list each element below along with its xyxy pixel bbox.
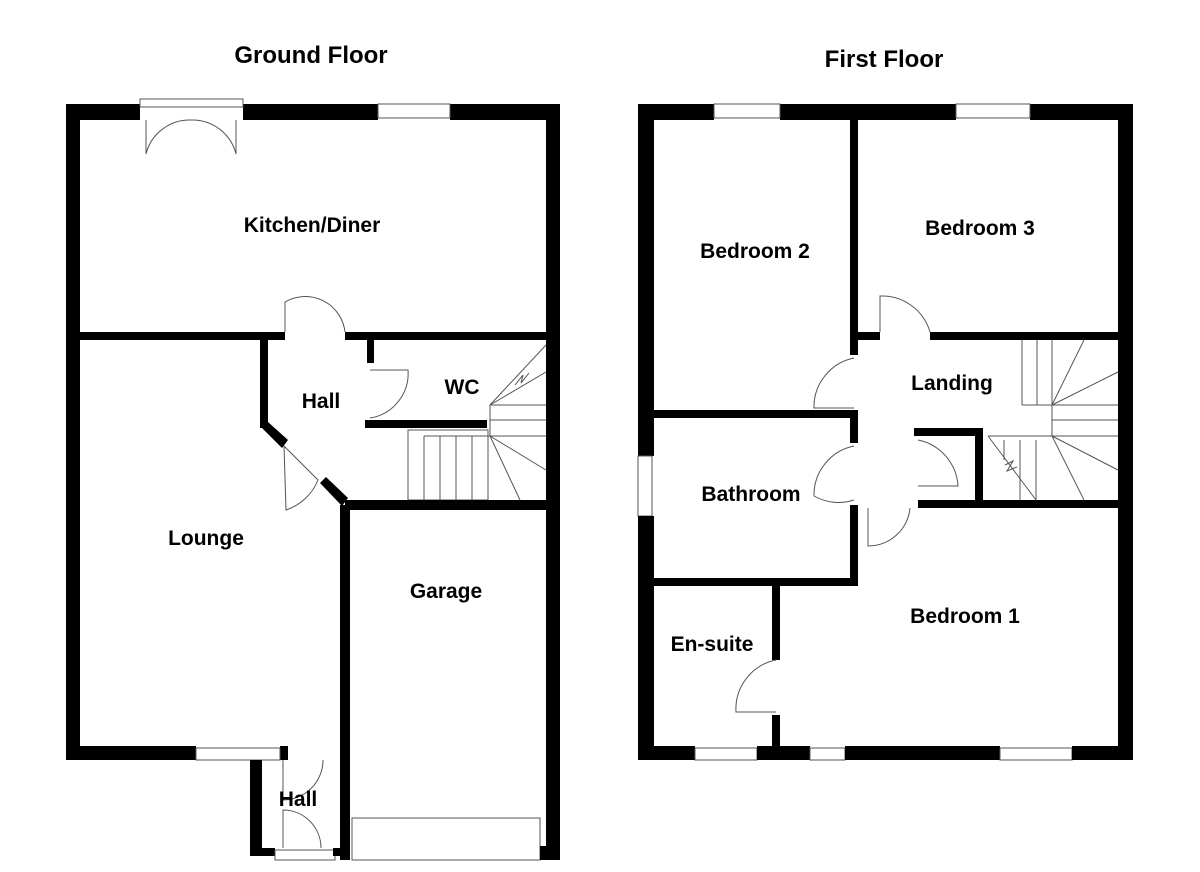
wall [638, 104, 714, 120]
wall [243, 104, 378, 120]
wall [333, 848, 345, 856]
first-floor-plan: First Floor [637, 46, 1133, 761]
front-door [274, 849, 336, 861]
door-swing-icon [282, 759, 324, 801]
wall [80, 332, 285, 340]
window [694, 747, 758, 761]
room-label-porch-hall: Hall [279, 788, 318, 811]
wall [345, 332, 546, 340]
wall [850, 418, 858, 443]
wall [850, 505, 858, 586]
window [809, 747, 846, 761]
wall [1072, 746, 1133, 760]
first-floor-title: First Floor [825, 46, 944, 73]
wall [546, 104, 560, 860]
wall [340, 505, 350, 860]
door-swing-icon [282, 809, 322, 849]
door-swing-icon [813, 445, 855, 503]
wall [450, 104, 560, 120]
wall [66, 104, 80, 760]
window [999, 747, 1073, 761]
window [637, 455, 653, 517]
wall [320, 477, 348, 506]
room-label-wc: WC [445, 376, 480, 399]
wall [930, 332, 1118, 340]
wall [638, 746, 695, 760]
room-label-bedroom3: Bedroom 3 [925, 217, 1035, 240]
wall [654, 578, 858, 586]
wall [845, 746, 1000, 760]
wall [260, 422, 288, 448]
wall [260, 340, 268, 428]
wall [345, 500, 546, 510]
wall [654, 410, 858, 418]
wall [250, 848, 275, 856]
room-label-garage: Garage [410, 580, 482, 603]
door-swing-icon [283, 444, 319, 511]
wall [66, 746, 196, 760]
wall [858, 332, 880, 340]
wall [780, 104, 956, 120]
wall [975, 428, 983, 504]
wall [638, 104, 654, 456]
wall [772, 715, 780, 746]
door-swing-icon [284, 296, 346, 333]
door-swing-icon [867, 507, 911, 547]
room-label-landing: Landing [911, 372, 993, 395]
door-swing-icon [813, 357, 855, 409]
garage-door [351, 817, 541, 861]
room-label-hall: Hall [302, 390, 341, 413]
room-label-kitchen: Kitchen/Diner [244, 214, 381, 237]
wall [367, 340, 374, 363]
wall [280, 746, 288, 760]
staircase [987, 339, 1119, 501]
wall [850, 120, 858, 355]
room-label-ensuite: En-suite [671, 633, 754, 656]
wall [540, 846, 560, 860]
wall [638, 516, 654, 760]
room-label-lounge: Lounge [168, 527, 244, 550]
staircase [407, 344, 547, 501]
ground-floor-plan: Ground Floor [66, 42, 560, 861]
door-swing-icon [369, 369, 409, 419]
wall [914, 428, 982, 436]
wall [250, 760, 262, 856]
window [377, 103, 451, 119]
room-label-bathroom: Bathroom [701, 483, 800, 506]
wall [1030, 104, 1133, 120]
wall [66, 104, 140, 120]
ground-floor-title: Ground Floor [234, 42, 387, 69]
wall [1118, 104, 1133, 760]
door-swing-icon [879, 295, 931, 333]
room-label-bedroom1: Bedroom 1 [910, 605, 1020, 628]
window [955, 103, 1031, 119]
room-label-bedroom2: Bedroom 2 [700, 240, 810, 263]
window [195, 747, 281, 761]
wall [772, 586, 780, 660]
wall [918, 500, 1118, 508]
door-swing-icon [917, 439, 959, 487]
french-doors [139, 98, 244, 108]
wall [365, 420, 487, 428]
door-swing-icon [735, 659, 777, 713]
window [713, 103, 781, 119]
door-swing-icon [145, 119, 237, 155]
wall [757, 746, 810, 760]
